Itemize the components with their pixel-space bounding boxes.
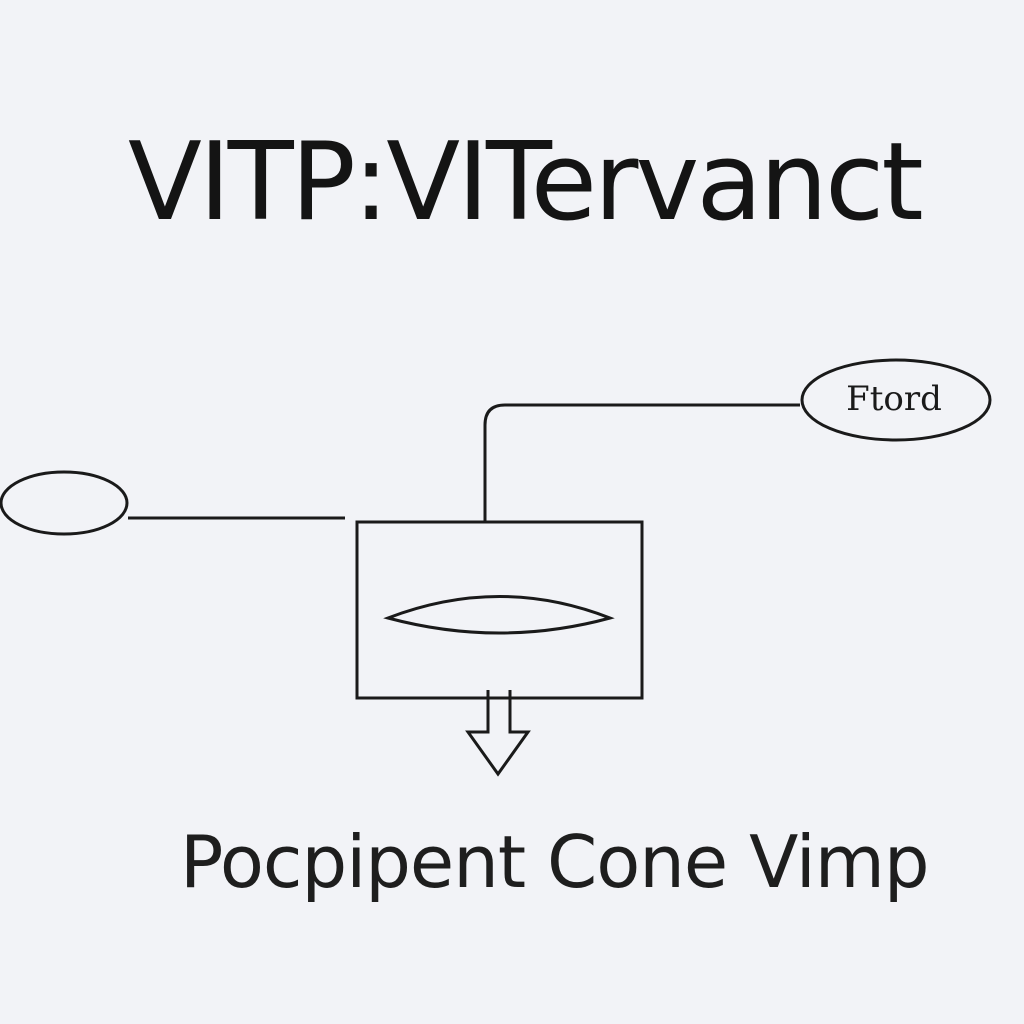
right-oval-node [800, 358, 992, 442]
down-arrow-icon [465, 690, 531, 777]
right-oval-label: Ftord [846, 379, 942, 419]
diagram-caption: Pocpipent Cone Vimp [180, 820, 930, 904]
diagram-title: VITP:VITervanct [128, 120, 924, 245]
lens-shape [383, 595, 615, 635]
right-connector-line [483, 403, 800, 522]
process-box [355, 520, 644, 700]
left-oval-node [0, 470, 129, 536]
